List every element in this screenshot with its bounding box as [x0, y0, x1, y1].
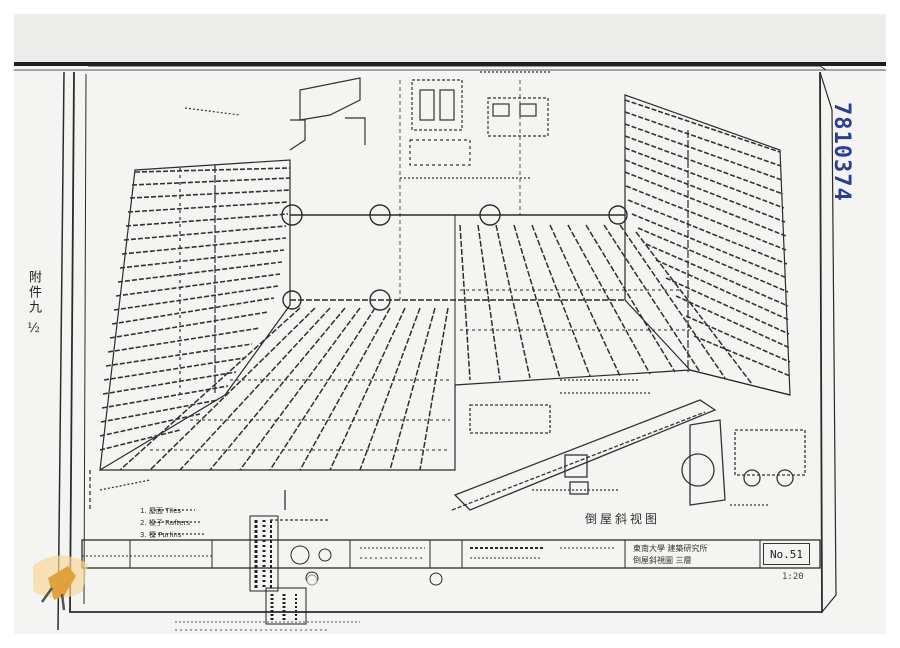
- floor-purlins: [150, 289, 690, 451]
- title-block: [81, 539, 821, 586]
- project-name: 東南大學 建築研究所: [633, 544, 708, 553]
- legend-marks: [89, 470, 330, 535]
- floor-joists: [119, 224, 753, 471]
- right-rafters: [624, 99, 791, 377]
- side-annotation: 附件九 ½: [26, 270, 41, 339]
- stamp-column: [249, 515, 307, 625]
- scale-label: 1:20: [782, 572, 804, 582]
- top-details: [184, 71, 550, 179]
- roof-structure: [99, 80, 791, 472]
- legend-line-1: 1. 屋面 Tiles: [140, 507, 182, 515]
- left-wall-vertical: [179, 165, 216, 400]
- sheet-number: No.51: [763, 543, 810, 565]
- legend-line-2: 2. 椽子 Rafters: [140, 519, 191, 527]
- section-details: [451, 379, 806, 511]
- binder-hole-icon: [306, 574, 318, 586]
- drawing-caption: 倒屋斜视图: [585, 512, 661, 526]
- archive-stamp-number: 7810374: [829, 102, 854, 202]
- legend-line-3: 3. 檁 Purlins: [140, 531, 182, 539]
- drawing-frame: [57, 65, 837, 631]
- left-rafters: [99, 167, 291, 451]
- drawing-name: 倒屋斜視圖 三層: [633, 556, 692, 565]
- logo-seal-icon: [33, 555, 88, 611]
